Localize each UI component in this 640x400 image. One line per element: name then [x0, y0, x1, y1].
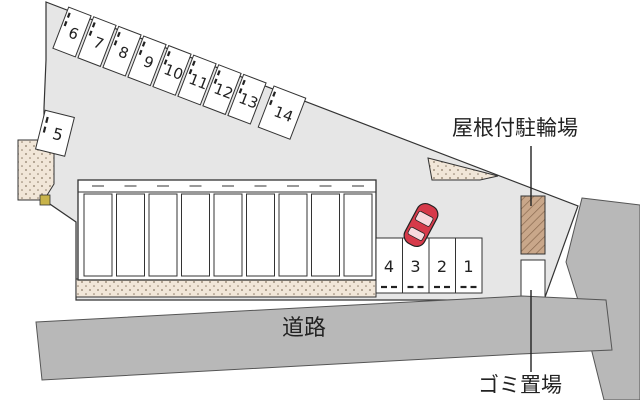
parking-spot-number: 11 — [186, 70, 210, 94]
apartment-building — [77, 179, 377, 281]
bicycle-parking-label: 屋根付駐輪場 — [452, 116, 578, 140]
parking-spot-7: 7 — [77, 16, 117, 68]
parking-spot-3: 3 — [402, 237, 430, 294]
parking-spot-10: 10 — [152, 44, 192, 96]
parking-spot-number: 2 — [437, 257, 447, 276]
parking-spot-2: 2 — [428, 237, 456, 294]
side-road — [565, 197, 640, 400]
tiny-planter — [39, 194, 51, 206]
apartment-unit — [311, 193, 340, 277]
garbage-area-label: ゴミ置場 — [478, 373, 562, 397]
parking-spot-number: 14 — [271, 102, 295, 126]
parking-spot-14: 14 — [257, 85, 307, 140]
parking-spot-number: 4 — [384, 257, 394, 276]
apartment-unit — [181, 193, 210, 277]
parking-spot-8: 8 — [102, 25, 142, 77]
parking-spot-11: 11 — [177, 54, 217, 106]
main-road — [35, 295, 613, 381]
apartment-unit — [278, 193, 308, 277]
car-icon — [403, 202, 439, 248]
parking-spot-number: 3 — [410, 257, 420, 276]
apartment-unit — [116, 193, 145, 277]
parking-spot-5: 5 — [34, 109, 75, 157]
parking-spot-number: 5 — [51, 124, 65, 145]
parking-spot-6: 6 — [52, 6, 92, 58]
apartment-unit — [246, 193, 275, 277]
planting-strip-bottom — [75, 278, 377, 298]
parking-spot-number: 10 — [161, 60, 185, 84]
planting-strip-top — [427, 157, 499, 181]
apartment-unit — [148, 193, 178, 277]
garbage-area — [520, 259, 546, 299]
parking-spot-12: 12 — [202, 64, 242, 116]
parking-spot-1: 1 — [455, 237, 483, 294]
road-label: 道路 — [282, 316, 327, 341]
parking-spot-4: 4 — [375, 237, 403, 294]
apartment-unit — [213, 193, 243, 277]
parking-spot-number: 1 — [463, 257, 473, 276]
covered-bicycle-parking — [520, 195, 546, 255]
parking-spot-number: 13 — [236, 89, 260, 113]
parking-spot-13: 13 — [227, 73, 267, 125]
apartment-unit — [343, 193, 373, 277]
apartment-unit — [83, 193, 113, 277]
parking-spot-9: 9 — [127, 35, 167, 87]
parking-spot-number: 12 — [211, 79, 235, 103]
